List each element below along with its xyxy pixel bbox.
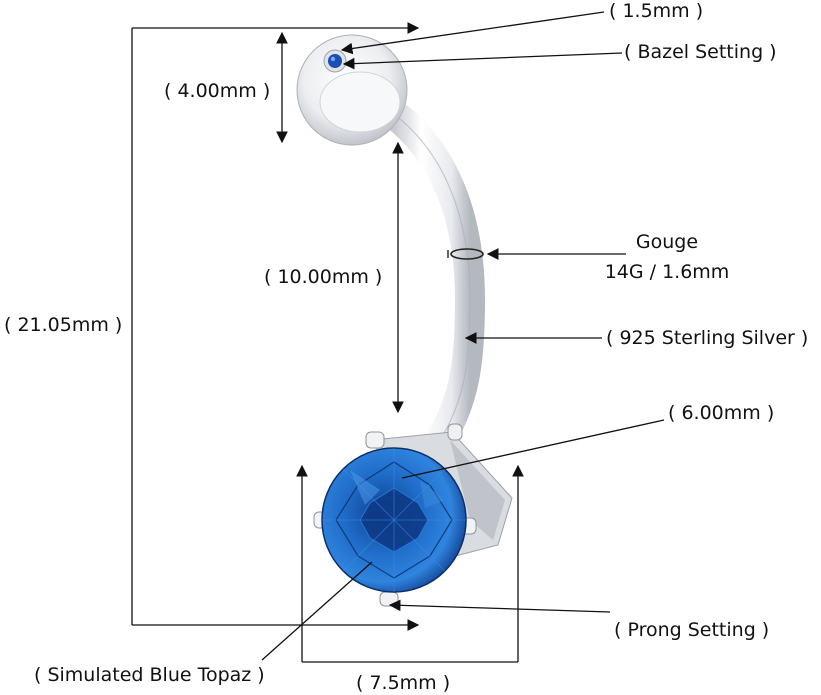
- belly-ring-illustration: [296, 34, 513, 607]
- material-label: ( 925 Sterling Silver ): [606, 327, 809, 349]
- curved-bar: [380, 100, 486, 455]
- top-ball: [296, 34, 408, 146]
- bezel-setting-label: ( Bazel Setting ): [624, 41, 777, 63]
- main-stone-size-label: ( 6.00mm ): [668, 402, 775, 424]
- gauge-title-label: Gouge: [635, 231, 699, 253]
- setting-width-label: ( 7.5mm ): [356, 672, 451, 694]
- prong-setting-label: ( Prong Setting ): [614, 619, 770, 641]
- stone-name-label: ( Simulated Blue Topaz ): [34, 664, 265, 686]
- top-ball-size-label: ( 4.00mm ): [164, 80, 271, 102]
- gauge-ring-mark: [450, 248, 484, 260]
- dimension-lines: [131, 11, 665, 663]
- bezel-stone-size-label: ( 1.5mm ): [609, 0, 704, 22]
- bar-length-label: ( 10.00mm ): [264, 266, 383, 288]
- gauge-value-label: 14G / 1.6mm: [604, 261, 730, 283]
- total-length-label: ( 21.05mm ): [4, 314, 123, 336]
- main-gem: [321, 447, 467, 593]
